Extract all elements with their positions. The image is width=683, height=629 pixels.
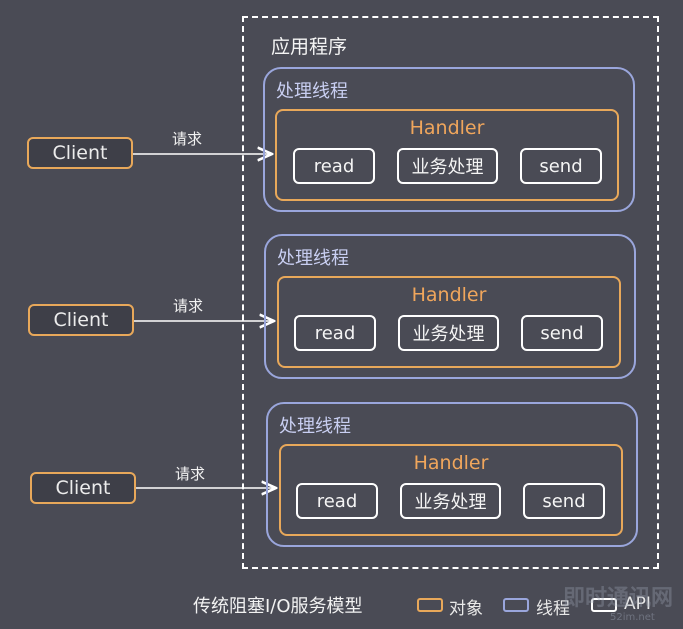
client-box-3: Client bbox=[30, 472, 136, 504]
request-label-1: 请求 bbox=[172, 130, 203, 148]
watermark-sub: 52im.net bbox=[610, 612, 655, 623]
legend-api-swatch bbox=[591, 598, 617, 612]
handler-box-2: Handler bbox=[277, 276, 621, 368]
api-send-3: send bbox=[523, 483, 605, 519]
legend-object-label: 对象 bbox=[449, 599, 483, 619]
api-send-2: send bbox=[521, 315, 603, 351]
thread-box-3 bbox=[266, 402, 638, 547]
api-read-3: read bbox=[296, 483, 378, 519]
thread-title-3: 处理线程 bbox=[279, 416, 351, 437]
api-business-1: 业务处理 bbox=[397, 148, 498, 184]
thread-title-1: 处理线程 bbox=[276, 81, 348, 102]
api-read-2: read bbox=[294, 315, 376, 351]
legend-thread-swatch bbox=[503, 598, 529, 612]
handler-title-2: Handler bbox=[411, 284, 487, 306]
client-box-1: Client bbox=[27, 137, 133, 169]
request-label-3: 请求 bbox=[175, 465, 206, 483]
legend-thread-label: 线程 bbox=[536, 599, 570, 619]
handler-title-3: Handler bbox=[413, 452, 489, 474]
thread-title-2: 处理线程 bbox=[277, 248, 349, 269]
api-read-1: read bbox=[293, 148, 375, 184]
request-label-2: 请求 bbox=[173, 297, 204, 315]
application-box bbox=[242, 16, 659, 569]
application-title: 应用程序 bbox=[271, 36, 348, 58]
handler-box-1: Handler bbox=[275, 109, 619, 201]
legend-api-label: API bbox=[624, 594, 651, 614]
thread-box-2 bbox=[264, 234, 636, 379]
api-send-1: send bbox=[520, 148, 602, 184]
legend-title: 传统阻塞I/O服务模型 bbox=[193, 596, 363, 617]
handler-box-3: Handler bbox=[279, 444, 623, 536]
handler-title-1: Handler bbox=[409, 117, 485, 139]
legend-object-swatch bbox=[417, 598, 443, 612]
watermark-text: 即时通讯网 bbox=[563, 586, 674, 611]
client-box-2: Client bbox=[28, 304, 134, 336]
thread-box-1 bbox=[263, 67, 635, 212]
api-business-3: 业务处理 bbox=[400, 483, 501, 519]
api-business-2: 业务处理 bbox=[398, 315, 499, 351]
